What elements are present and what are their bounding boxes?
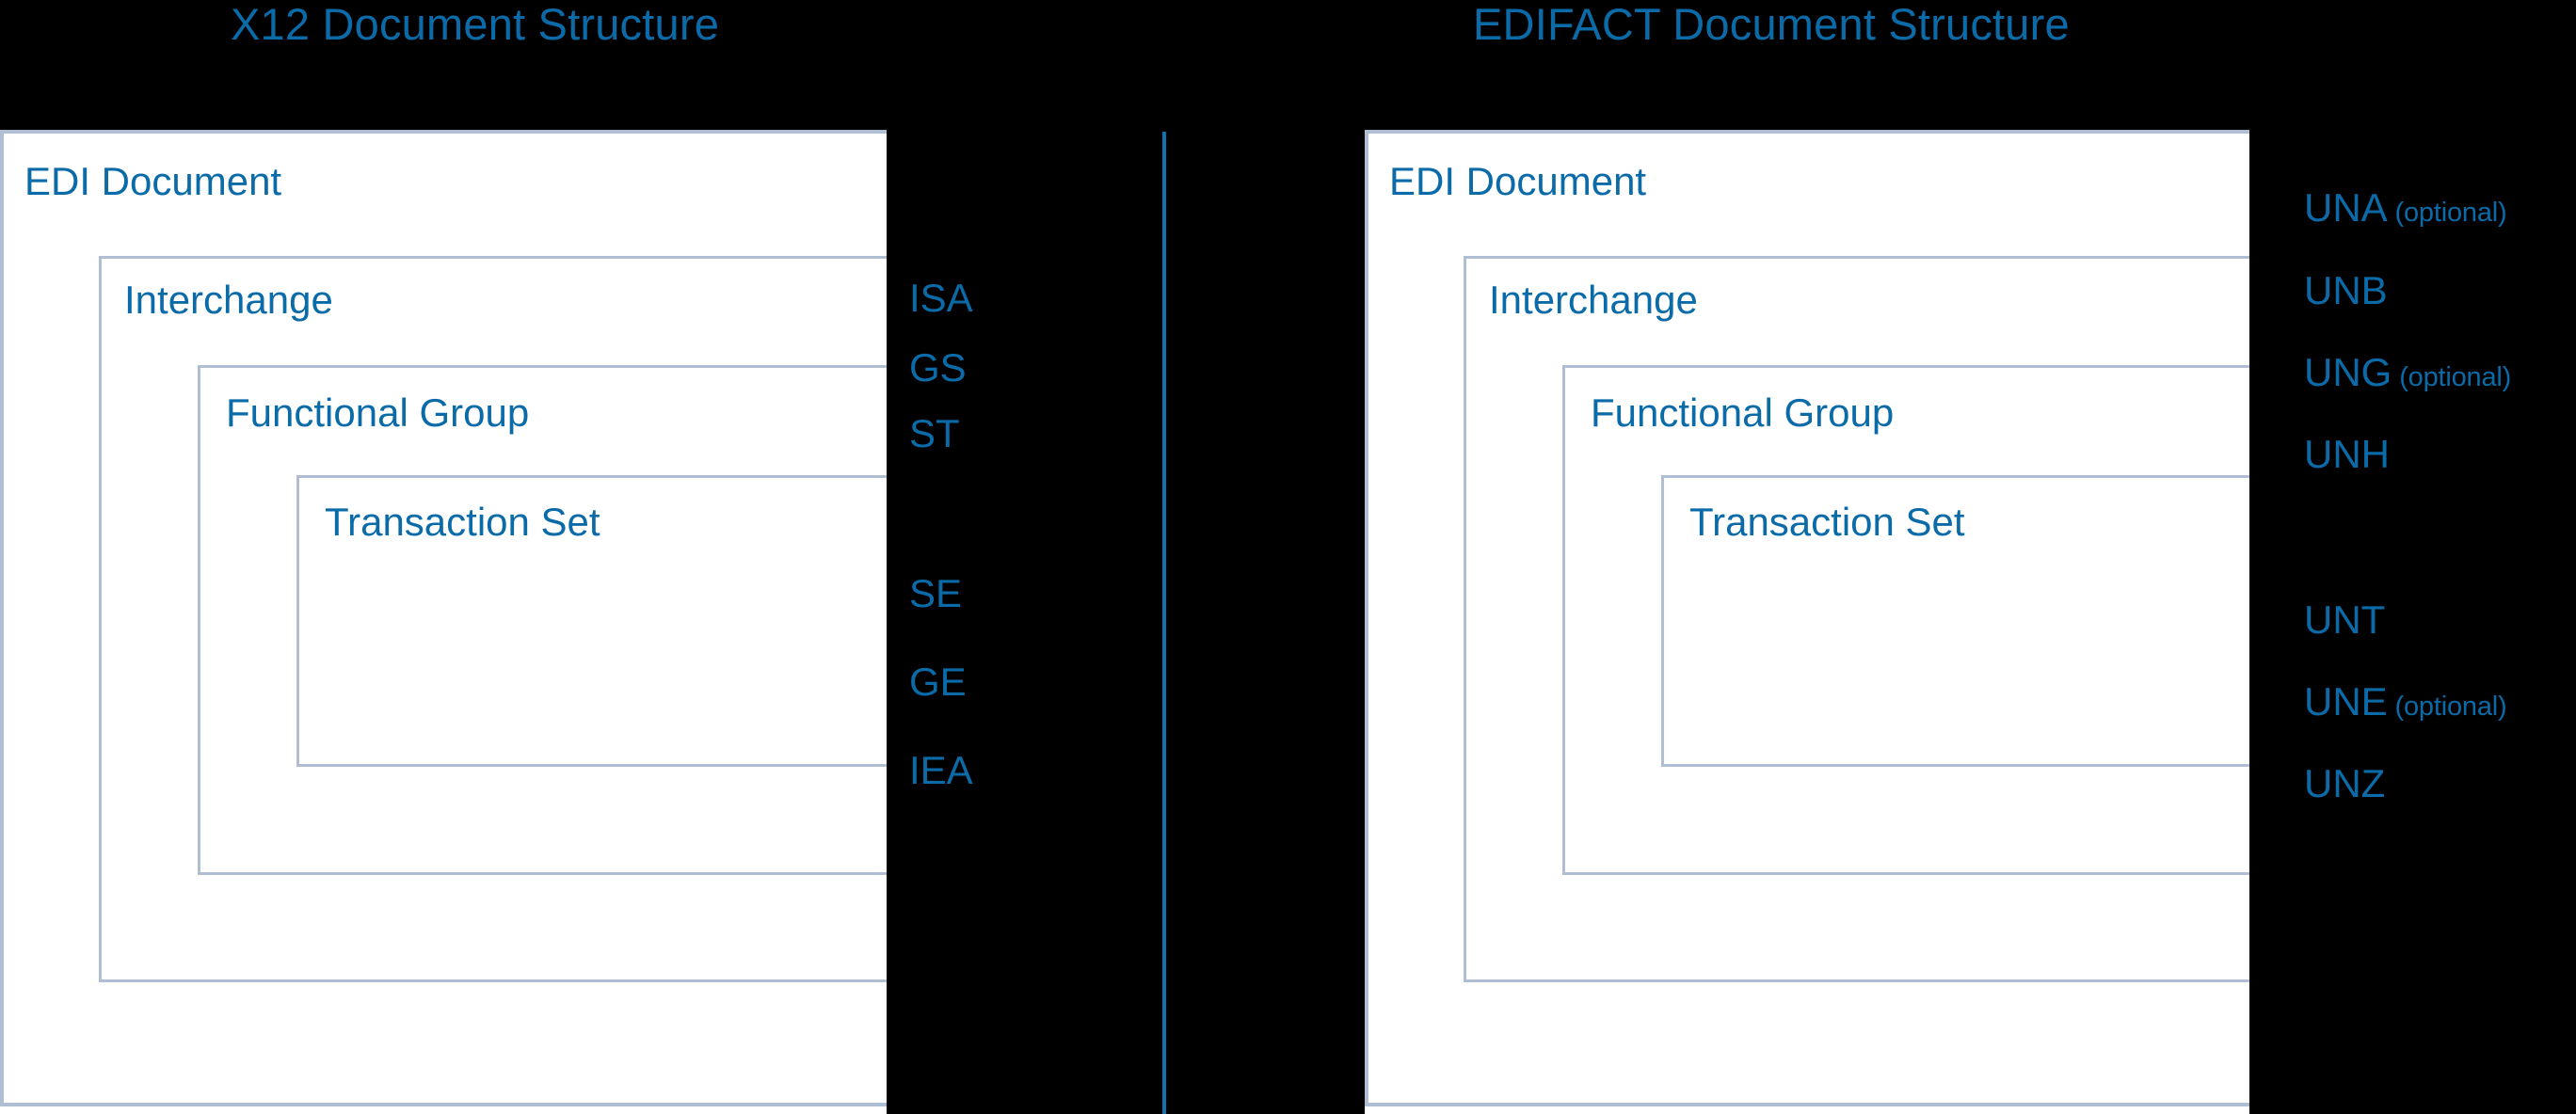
x12-functional-group-label: Functional Group [226,390,530,435]
segment-optional-note: (optional) [2387,692,2507,722]
segment-code-se: SE [909,574,962,613]
edifact-transaction-set-box [1661,475,2249,767]
panel-divider [1162,132,1166,1114]
segment-optional-note: (optional) [2387,198,2507,228]
segment-code-ung: UNG (optional) [2304,353,2511,392]
segment-code-unz: UNZ [2304,764,2385,804]
x12-transaction-set-box [296,475,887,767]
segment-code-unh: UNH [2304,435,2390,474]
segment-code-text: GS [909,345,967,390]
segment-code-unb: UNB [2304,271,2388,310]
segment-code-text: UNB [2304,268,2388,312]
segment-code-isa: ISA [909,278,973,318]
edifact-segment-code-column: UNA (optional) UNB UNG (optional) UNH UNT UNE… [2304,0,2576,1114]
x12-structure-panel: EDI Document Interchange Functional Grou… [0,130,887,1114]
segment-code-text: SE [909,571,963,615]
x12-panel-title: X12 Document Structure [231,0,720,49]
segment-code-gs: GS [909,348,967,388]
segment-code-text: IEA [909,748,973,792]
segment-code-una: UNA (optional) [2304,185,2507,230]
segment-code-une: UNE (optional) [2304,679,2507,724]
segment-code-text: GE [909,660,967,704]
segment-code-text: ISA [909,276,973,320]
edifact-edi-document-label: EDI Document [1389,159,1647,203]
x12-interchange-box [99,256,887,982]
segment-code-st: ST [909,414,960,454]
segment-code-ge: GE [909,662,967,702]
edifact-interchange-box [1464,256,2249,982]
x12-functional-group-box [198,365,887,875]
edifact-transaction-set-label: Transaction Set [1689,500,1965,544]
segment-optional-note: (optional) [2392,362,2512,392]
edifact-functional-group-box [1562,365,2249,875]
x12-transaction-set-label: Transaction Set [325,500,600,544]
edifact-panel-title: EDIFACT Document Structure [1473,0,2070,49]
segment-code-text: UNH [2304,432,2390,476]
segment-code-text: UNE [2304,679,2388,724]
x12-segment-code-column: ISA GS ST SE GE IEA [909,0,1154,1114]
segment-code-unt: UNT [2304,600,2385,640]
edifact-structure-panel: EDI Document Interchange Functional Grou… [1365,130,2249,1114]
edifact-functional-group-label: Functional Group [1591,390,1895,435]
segment-code-text: ST [909,411,960,455]
x12-interchange-label: Interchange [124,278,333,322]
segment-code-text: UNT [2304,597,2386,642]
segment-code-iea: IEA [909,751,973,790]
segment-code-text: UNA [2304,185,2388,230]
segment-code-text: UNZ [2304,761,2386,805]
segment-code-text: UNG [2304,350,2392,394]
x12-edi-document-label: EDI Document [24,159,282,203]
edifact-interchange-label: Interchange [1489,278,1698,322]
